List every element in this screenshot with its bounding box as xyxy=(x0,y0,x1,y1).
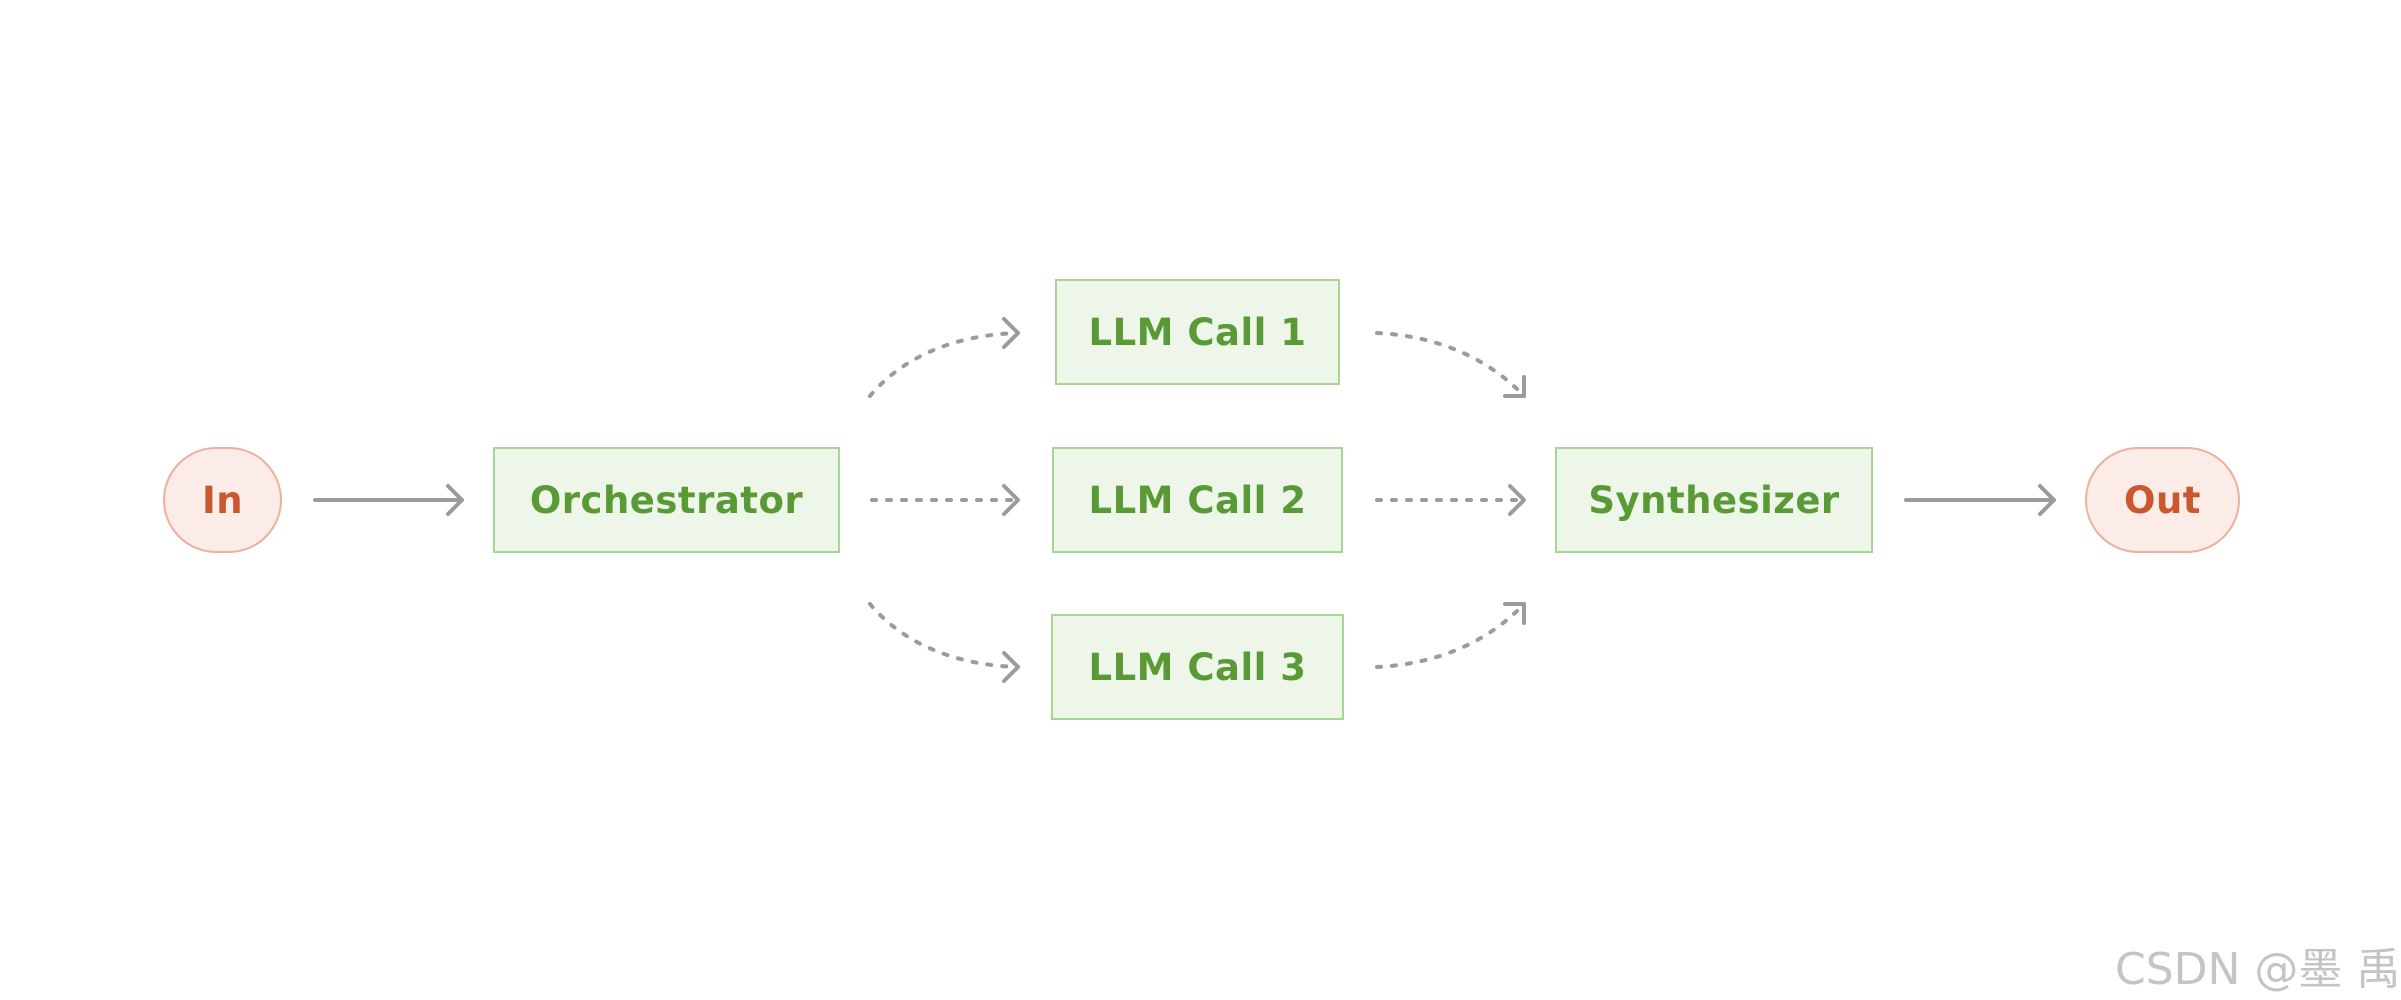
edge-orchestrator-to-llm-call-1 xyxy=(868,317,1020,398)
node-llm-call-3-label: LLM Call 3 xyxy=(1088,645,1307,689)
node-out-label: Out xyxy=(2124,478,2201,522)
node-out: Out xyxy=(2085,447,2240,553)
node-llm-call-1-label: LLM Call 1 xyxy=(1088,310,1307,354)
edge-in-to-orchestrator xyxy=(313,484,464,516)
edge-orchestrator-to-llm-call-3 xyxy=(868,602,1020,683)
edge-llm-call-3-to-synthesizer xyxy=(1375,602,1526,669)
node-synthesizer: Synthesizer xyxy=(1555,447,1873,553)
edge-synthesizer-to-out xyxy=(1904,484,2056,516)
node-llm-call-2: LLM Call 2 xyxy=(1052,447,1343,553)
node-orchestrator-label: Orchestrator xyxy=(529,478,804,522)
node-in-label: In xyxy=(201,478,244,522)
node-synthesizer-label: Synthesizer xyxy=(1588,478,1840,522)
edge-orchestrator-to-llm-call-2 xyxy=(870,484,1020,516)
edge-llm-call-1-to-synthesizer xyxy=(1375,331,1526,398)
watermark: CSDN @墨 禹 xyxy=(2115,944,2401,995)
node-llm-call-1: LLM Call 1 xyxy=(1055,279,1340,385)
node-orchestrator: Orchestrator xyxy=(493,447,840,553)
node-in: In xyxy=(163,447,282,553)
node-llm-call-3: LLM Call 3 xyxy=(1051,614,1344,720)
node-llm-call-2-label: LLM Call 2 xyxy=(1088,478,1307,522)
edge-llm-call-2-to-synthesizer xyxy=(1375,484,1526,516)
